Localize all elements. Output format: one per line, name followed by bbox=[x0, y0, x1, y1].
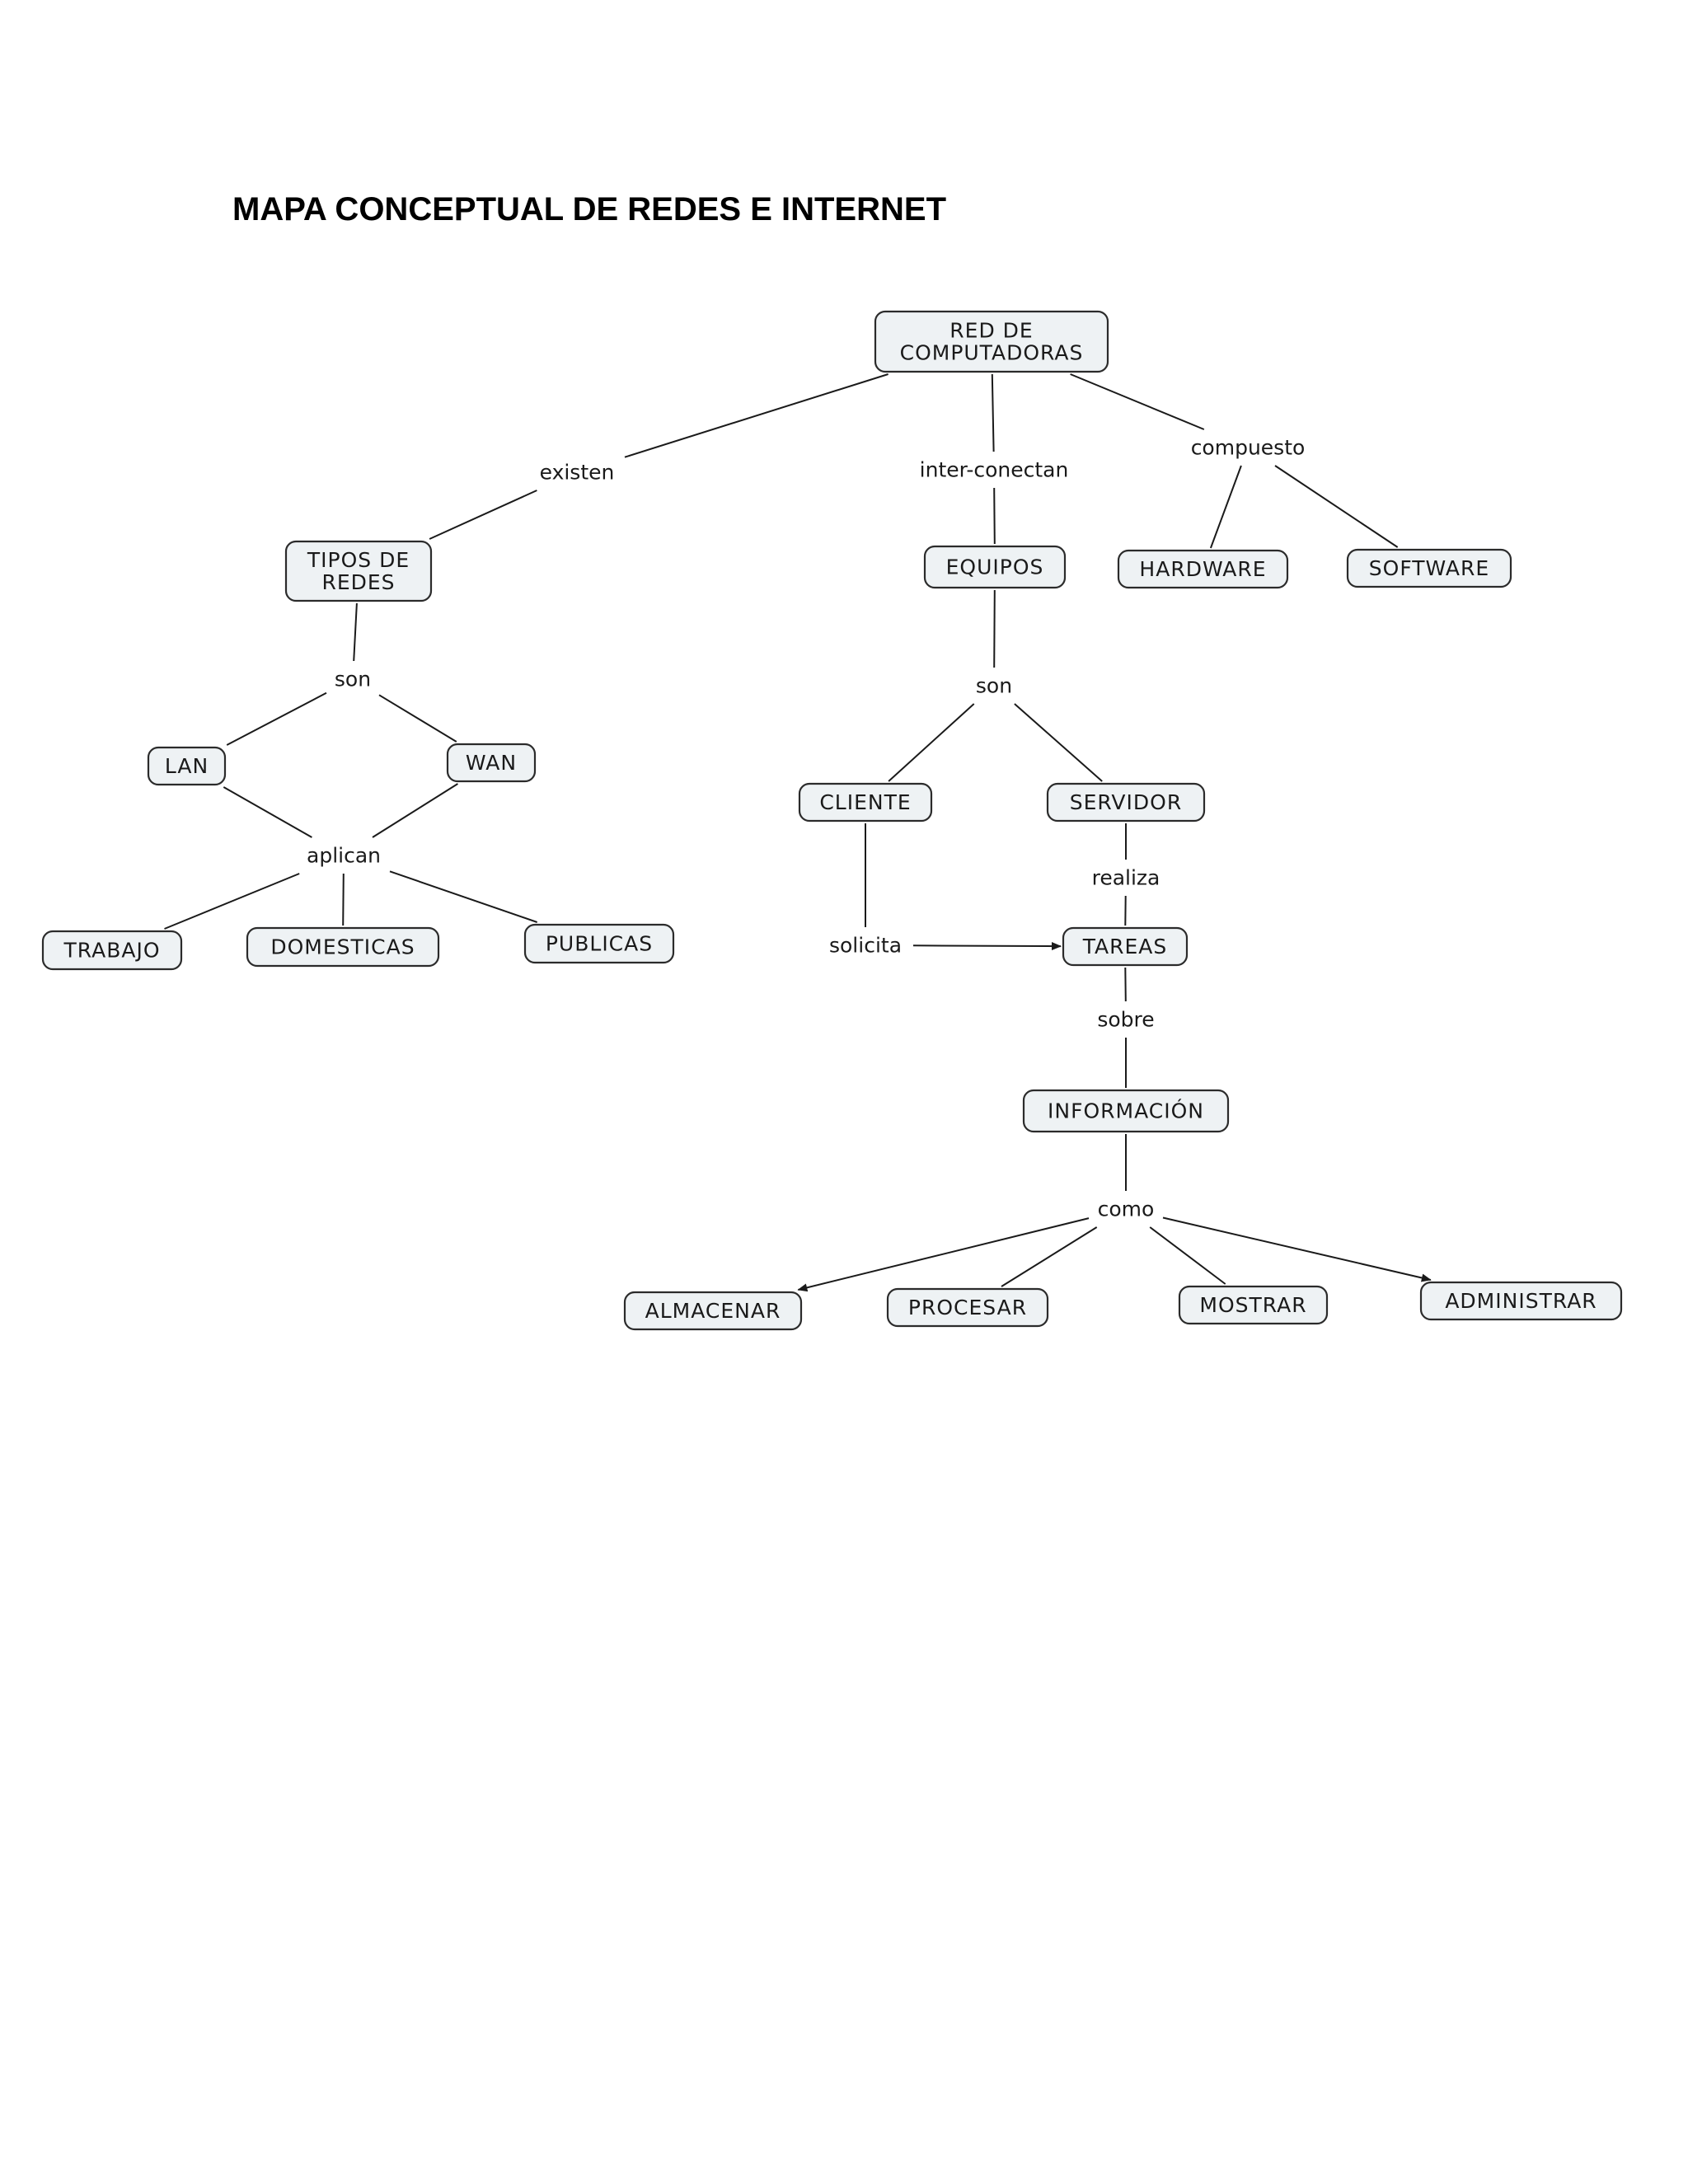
concept-box bbox=[1062, 926, 1189, 967]
concept-servidor: SERVIDOR bbox=[1046, 782, 1206, 823]
linking-phrase-como: como bbox=[1098, 1197, 1155, 1221]
concept-label: RED DE bbox=[950, 319, 1033, 343]
connection-wan-aplican bbox=[372, 783, 458, 838]
linking-phrase-interconectan: inter-conectan bbox=[920, 458, 1069, 482]
concept-box bbox=[446, 743, 537, 783]
connections-layer bbox=[164, 373, 1432, 1292]
concept-lan: LAN bbox=[147, 746, 227, 786]
connection-equipos-son2 bbox=[993, 589, 996, 668]
connection-aplican-trabajo bbox=[164, 873, 300, 930]
connection-aplican-domesticas bbox=[342, 873, 345, 926]
concept-administrar: ADMINISTRAR bbox=[1419, 1281, 1623, 1321]
connection-son2-cliente bbox=[888, 703, 975, 782]
concept-informacion: INFORMACIÓN bbox=[1022, 1089, 1230, 1133]
concept-box bbox=[1046, 782, 1206, 823]
concept-box bbox=[284, 540, 433, 602]
concept-label: TRABAJO bbox=[63, 939, 160, 963]
linking-phrase-son1: son bbox=[335, 668, 371, 691]
concept-label: TAREAS bbox=[1082, 935, 1168, 958]
connection-son2-servidor bbox=[1014, 703, 1103, 782]
connection-red-compuesto bbox=[1070, 373, 1205, 430]
concept-mostrar: MOSTRAR bbox=[1178, 1285, 1329, 1325]
concept-label: REDES bbox=[321, 570, 395, 594]
linking-phrase-sobre: sobre bbox=[1097, 1008, 1154, 1032]
linking-phrase-solicita: solicita bbox=[829, 934, 902, 958]
concept-label: INFORMACIÓN bbox=[1048, 1099, 1204, 1123]
concept-label: SERVIDOR bbox=[1070, 790, 1182, 814]
concept-box bbox=[246, 926, 440, 968]
concept-box bbox=[523, 923, 675, 964]
connection-existen-tipos bbox=[429, 490, 537, 540]
concept-software: SOFTWARE bbox=[1346, 548, 1512, 588]
connection-red-existen bbox=[624, 373, 889, 458]
concept-trabajo: TRABAJO bbox=[41, 930, 183, 971]
concept-box bbox=[1419, 1281, 1623, 1321]
concept-equipos: EQUIPOS bbox=[923, 545, 1067, 589]
concept-almacenar: ALMACENAR bbox=[623, 1291, 803, 1331]
concept-box bbox=[147, 746, 227, 786]
concept-label: HARDWARE bbox=[1139, 557, 1266, 581]
concept-box bbox=[1178, 1285, 1329, 1325]
connection-lan-aplican bbox=[223, 786, 312, 838]
connection-solicita-tareas bbox=[912, 942, 1062, 951]
concept-box bbox=[798, 782, 933, 823]
concept-label: PROCESAR bbox=[908, 1296, 1027, 1319]
concept-hardware: HARDWARE bbox=[1117, 549, 1289, 589]
concept-wan: WAN bbox=[446, 743, 537, 783]
concept-box bbox=[623, 1291, 803, 1331]
concept-box bbox=[41, 930, 183, 971]
linking-phrase-existen: existen bbox=[540, 461, 615, 485]
concept-label: SOFTWARE bbox=[1369, 556, 1489, 580]
concept-box bbox=[886, 1287, 1049, 1328]
concept-box bbox=[1346, 548, 1512, 588]
concept-label: PUBLICAS bbox=[546, 932, 653, 956]
concept-box bbox=[923, 545, 1067, 589]
connection-son1-wan bbox=[378, 694, 457, 743]
concept-label: WAN bbox=[466, 751, 517, 775]
linking-phrase-aplican: aplican bbox=[307, 844, 381, 868]
page-title: MAPA CONCEPTUAL DE REDES E INTERNET bbox=[232, 191, 946, 227]
concept-label: LAN bbox=[165, 754, 209, 778]
concept-box bbox=[874, 310, 1109, 373]
connection-como-mostrar bbox=[1149, 1226, 1226, 1285]
concept-label: EQUIPOS bbox=[946, 555, 1044, 579]
concept-label: DOMESTICAS bbox=[270, 935, 415, 959]
connection-compuesto-software bbox=[1274, 465, 1399, 548]
concept-cliente: CLIENTE bbox=[798, 782, 933, 823]
linking-phrase-realiza: realiza bbox=[1092, 866, 1160, 890]
concept-domesticas: DOMESTICAS bbox=[246, 926, 440, 968]
concept-label: TIPOS DE bbox=[307, 548, 410, 572]
concept-label: ALMACENAR bbox=[645, 1299, 781, 1323]
concept-label: CLIENTE bbox=[819, 790, 911, 814]
connection-como-procesar bbox=[1001, 1226, 1098, 1287]
connection-como-administrar bbox=[1162, 1216, 1432, 1282]
connection-tareas-sobre bbox=[1124, 967, 1127, 1002]
concept-label: ADMINISTRAR bbox=[1445, 1289, 1597, 1313]
concept-label: MOSTRAR bbox=[1199, 1293, 1306, 1317]
concept-publicas: PUBLICAS bbox=[523, 923, 675, 964]
concept-procesar: PROCESAR bbox=[886, 1287, 1049, 1328]
connection-red-interconectan bbox=[991, 373, 995, 452]
concept-label: COMPUTADORAS bbox=[900, 341, 1084, 365]
linking-phrases-layer: existen inter-conectan compuesto son son apli… bbox=[307, 436, 1305, 1221]
linking-phrase-compuesto: compuesto bbox=[1191, 436, 1306, 460]
connection-compuesto-hardware bbox=[1209, 465, 1242, 549]
connection-tipos-son1 bbox=[353, 602, 358, 662]
concept-box bbox=[1022, 1089, 1230, 1133]
concept-tareas: TAREAS bbox=[1062, 926, 1189, 967]
concept-box bbox=[1117, 549, 1289, 589]
connection-aplican-publicas bbox=[389, 870, 538, 923]
connection-interconectan-equipos bbox=[993, 487, 996, 545]
linking-phrase-son2: son bbox=[976, 674, 1012, 698]
connection-son1-lan bbox=[226, 691, 327, 746]
connection-como-almacenar bbox=[797, 1217, 1090, 1292]
